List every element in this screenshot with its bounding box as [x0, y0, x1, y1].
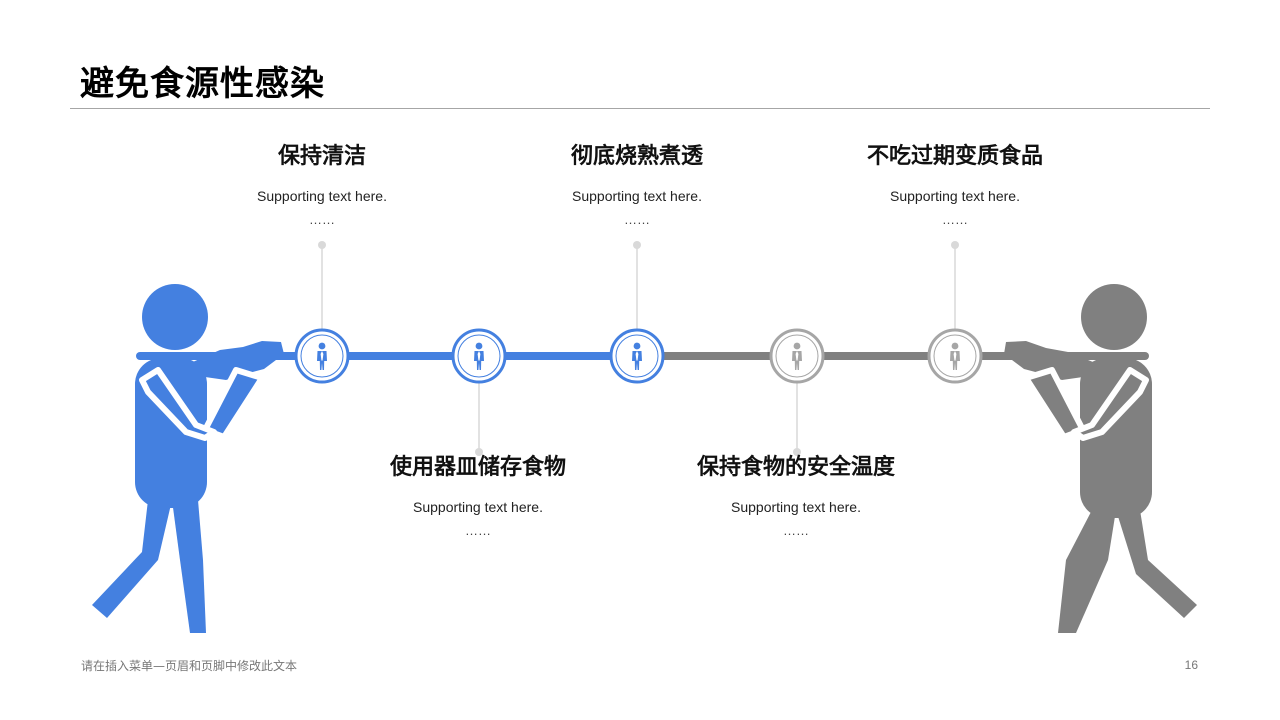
footer-text: 请在插入菜单—页眉和页脚中修改此文本 [81, 659, 298, 673]
page-number: 16 [1184, 658, 1198, 672]
item-storage-containers: 使用器皿储存食物 Supporting text here. …… [328, 453, 628, 539]
item-no-expired-food: 不吃过期变质食品 Supporting text here. …… [805, 142, 1105, 228]
timeline-node-4 [769, 328, 825, 384]
title-divider [70, 108, 1210, 109]
timeline-node-5 [927, 328, 983, 384]
item-text: Supporting text here. [257, 188, 387, 204]
item-safe-temperature: 保持食物的安全温度 Supporting text here. …… [646, 453, 946, 539]
item-text: Supporting text here. [572, 188, 702, 204]
item-cook-thoroughly: 彻底烧熟煮透 Supporting text here. …… [487, 142, 787, 228]
item-title: 保持清洁 [277, 144, 366, 169]
page-title: 避免食源性感染 [80, 64, 325, 104]
item-text: Supporting text here. [413, 499, 543, 515]
item-text: Supporting text here. [731, 499, 861, 515]
item-keep-clean: 保持清洁 Supporting text here. …… [172, 142, 472, 228]
item-ellipsis: …… [309, 212, 335, 227]
item-ellipsis: …… [783, 523, 809, 538]
left-figure [92, 284, 284, 633]
timeline-node-1 [294, 328, 350, 384]
item-ellipsis: …… [624, 212, 650, 227]
item-title: 彻底烧熟煮透 [570, 144, 703, 169]
item-title: 使用器皿储存食物 [389, 455, 566, 480]
timeline-node-2 [451, 328, 507, 384]
connector-lines [318, 241, 959, 456]
right-figure [1004, 284, 1197, 633]
item-title: 保持食物的安全温度 [696, 455, 895, 480]
item-title: 不吃过期变质食品 [866, 144, 1043, 169]
item-text: Supporting text here. [890, 188, 1020, 204]
item-ellipsis: …… [465, 523, 491, 538]
item-ellipsis: …… [942, 212, 968, 227]
timeline-node-3 [609, 328, 665, 384]
